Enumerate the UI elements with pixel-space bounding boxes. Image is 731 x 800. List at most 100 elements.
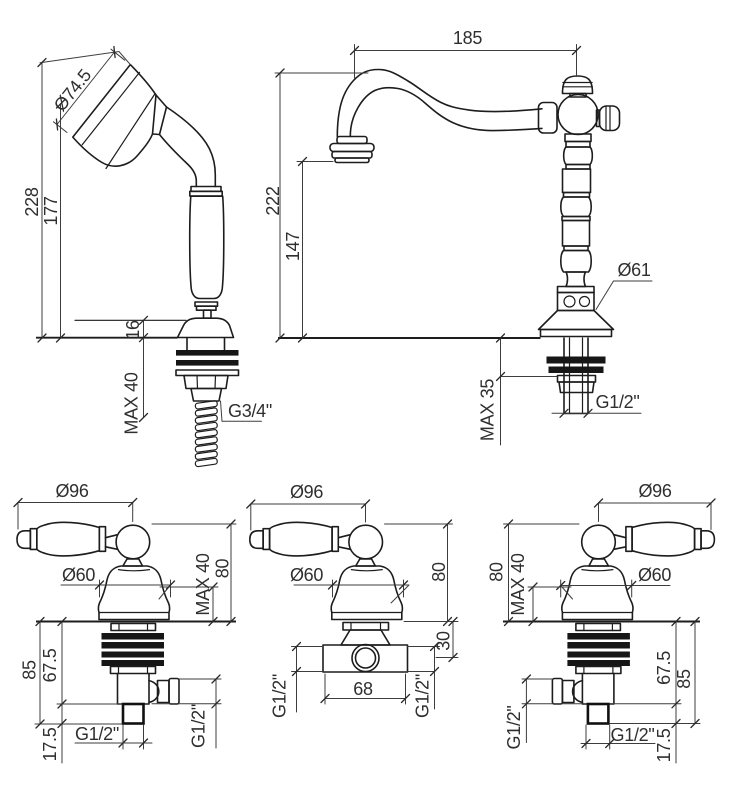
spout-outlet-rect-3 — [331, 150, 373, 159]
spout-valve-body-rect-1 — [569, 92, 587, 98]
spout-valve-body — [537, 75, 621, 136]
handshower-head-path-3 — [105, 93, 156, 170]
handshower-dimensions-path-4 — [37, 45, 116, 343]
dim-label-spout-max-deck: MAX 35 — [477, 379, 497, 442]
dim-label-valve-left-side-thread: G1/2" — [188, 704, 208, 748]
handshower-handle-path-1 — [188, 195, 225, 300]
spout-valve-body-circle-1 — [557, 93, 599, 136]
dim-label-valve-center-left-thread: G1/2" — [269, 674, 289, 718]
handshower-hose-rect-5 — [194, 429, 218, 439]
valve-center-body — [322, 621, 409, 673]
spout-view: 185 222 147 Ø61 MAX 35 G1/2" — [263, 28, 653, 446]
dim-label-valve-right-bottom-thread: G1/2" — [611, 725, 655, 745]
valve-left-dimensions-path-3 — [60, 579, 171, 600]
valve-left-dimensions-path-16 — [211, 674, 221, 709]
valve-center-dimensions-path-11 — [291, 646, 324, 713]
valve-right-dimensions-path-13 — [580, 724, 656, 750]
handshower-neck-outer — [165, 106, 217, 188]
valve-right-dimensions-path-12 — [671, 616, 681, 729]
handshower-handle-path-2 — [176, 317, 235, 339]
valve-right-dimensions-path-14 — [581, 738, 615, 749]
spout-column-path-4 — [565, 271, 587, 288]
handshower-view: 228 177 Ø74.5 16 MAX 40 G3/4" — [22, 45, 272, 468]
valve-right-view: Ø96 Ø60 MAX 40 80 67.5 85 17.5 G1/2" G1/… — [486, 481, 716, 764]
valve-center-dimensions-path-12 — [291, 641, 302, 677]
spout-shank-rect-1 — [546, 356, 606, 364]
spout-outlet-rect-2 — [329, 142, 375, 153]
dim-label-spout-reach: 185 — [453, 28, 482, 48]
dim-label-valve-center-outlet-offset: 30 — [433, 631, 453, 651]
dim-label-valve-right-handle-diameter: Ø96 — [638, 481, 671, 501]
dim-label-spout-inlet-thread: G1/2" — [596, 392, 640, 412]
spout-dimensions-path-6 — [275, 68, 308, 343]
valve-center-body-path-1 — [350, 621, 382, 631]
handshower-head-path-2 — [81, 71, 141, 146]
spout-dimensions-path-2 — [354, 44, 577, 79]
valve-right-dimensions-path-8 — [503, 519, 514, 627]
spout-tube-bottom — [349, 86, 543, 138]
handshower-head-path-4 — [151, 94, 168, 136]
dim-label-valve-center-body-width: 68 — [353, 679, 373, 699]
dim-label-handshower-total-height: 228 — [22, 187, 42, 216]
dim-label-valve-center-escutcheon: Ø60 — [290, 565, 323, 585]
valve-right-dimensions-path-1 — [598, 502, 712, 530]
valve-center-body-path-2 — [340, 629, 391, 646]
valve-right-dimensions-path-3 — [560, 579, 671, 600]
spout-column-circle-2 — [578, 295, 591, 308]
valve-left-dimensions-path-8 — [226, 519, 236, 627]
handshower-shank-path-3 — [196, 374, 217, 390]
spout-tube-top — [336, 68, 543, 138]
valve-center-dimensions-path-7 — [403, 621, 459, 658]
valve-left-dimensions: Ø96 Ø60 MAX 40 80 85 67.5 17.5 G1/2" G1/… — [13, 481, 237, 764]
handshower-hose-rect-7 — [194, 443, 218, 453]
handshower-dimensions-path-6 — [138, 315, 149, 423]
spout-column — [537, 133, 615, 338]
dim-label-valve-center-depth: 80 — [429, 562, 449, 582]
handshower-dimensions-path-1 — [41, 62, 61, 339]
dim-label-handshower-base-height: 16 — [123, 320, 143, 340]
dim-label-handshower-max-deck: MAX 40 — [121, 372, 141, 435]
handshower-dimensions: 228 177 Ø74.5 16 MAX 40 G3/4" — [22, 45, 272, 435]
dim-label-valve-center-right-thread: G1/2" — [412, 674, 432, 718]
spout-valve-body-path-2 — [562, 81, 593, 88]
handshower-shank-path-4 — [190, 387, 223, 402]
handshower-shank-path-2 — [183, 374, 229, 390]
valve-center-dimensions-path-8 — [448, 616, 458, 663]
spout-column-rect-9 — [556, 285, 595, 294]
spout-valve-body-rect-2 — [537, 101, 558, 134]
handshower-hose-rect-3 — [194, 414, 218, 424]
dim-label-valve-center-handle-diameter: Ø96 — [290, 482, 323, 502]
dim-label-valve-left-bottom-stub: 17.5 — [40, 727, 60, 761]
dim-label-valve-left-handle-diameter: Ø96 — [55, 481, 88, 501]
valve-left-dimensions-path-4 — [94, 580, 176, 590]
spout-dimensions-path-11 — [559, 408, 593, 418]
handshower-hose-rect-1 — [194, 400, 218, 410]
spout-column-rect-10 — [556, 291, 595, 312]
valve-left-dimensions-path-2 — [13, 497, 138, 508]
handshower-handle-rect-2 — [189, 190, 224, 197]
dim-label-valve-left-body-length: 85 — [19, 660, 39, 680]
handshower-handle-rect-5 — [202, 309, 212, 320]
handshower-dimensions-path-3 — [53, 48, 126, 133]
valve-left-view: Ø96 Ø60 MAX 40 80 85 67.5 17.5 G1/2" G1/… — [13, 481, 237, 764]
valve-left-dimensions-path-14 — [118, 738, 149, 748]
valve-center-view: Ø96 Ø60 80 30 68 G1/2" G1/2" — [246, 482, 459, 718]
valve-center-dimensions-path-2 — [246, 499, 371, 509]
valve-left-dimensions-path-7 — [151, 523, 237, 622]
valve-center-body-circle-2 — [354, 647, 377, 669]
spout-column-rect-7 — [561, 219, 591, 247]
valve-left-dimensions-path-13 — [74, 724, 153, 750]
spout-shank-rect-2 — [548, 366, 604, 373]
spout-column-path-5 — [537, 309, 615, 331]
spout-column-rect-2 — [565, 140, 591, 148]
valve-center-view-use-1 — [249, 521, 404, 621]
valve-left-dimensions-path-1 — [17, 502, 134, 530]
valve-center-dimensions-path-1 — [250, 503, 366, 531]
handshower-shank-rect-1 — [176, 350, 239, 356]
spout-column-path-1 — [562, 146, 594, 166]
dim-label-spout-base-diameter: Ø61 — [617, 260, 650, 280]
dim-label-valve-left-depth: 80 — [212, 559, 232, 579]
spout-dimensions-path-12 — [595, 280, 653, 310]
